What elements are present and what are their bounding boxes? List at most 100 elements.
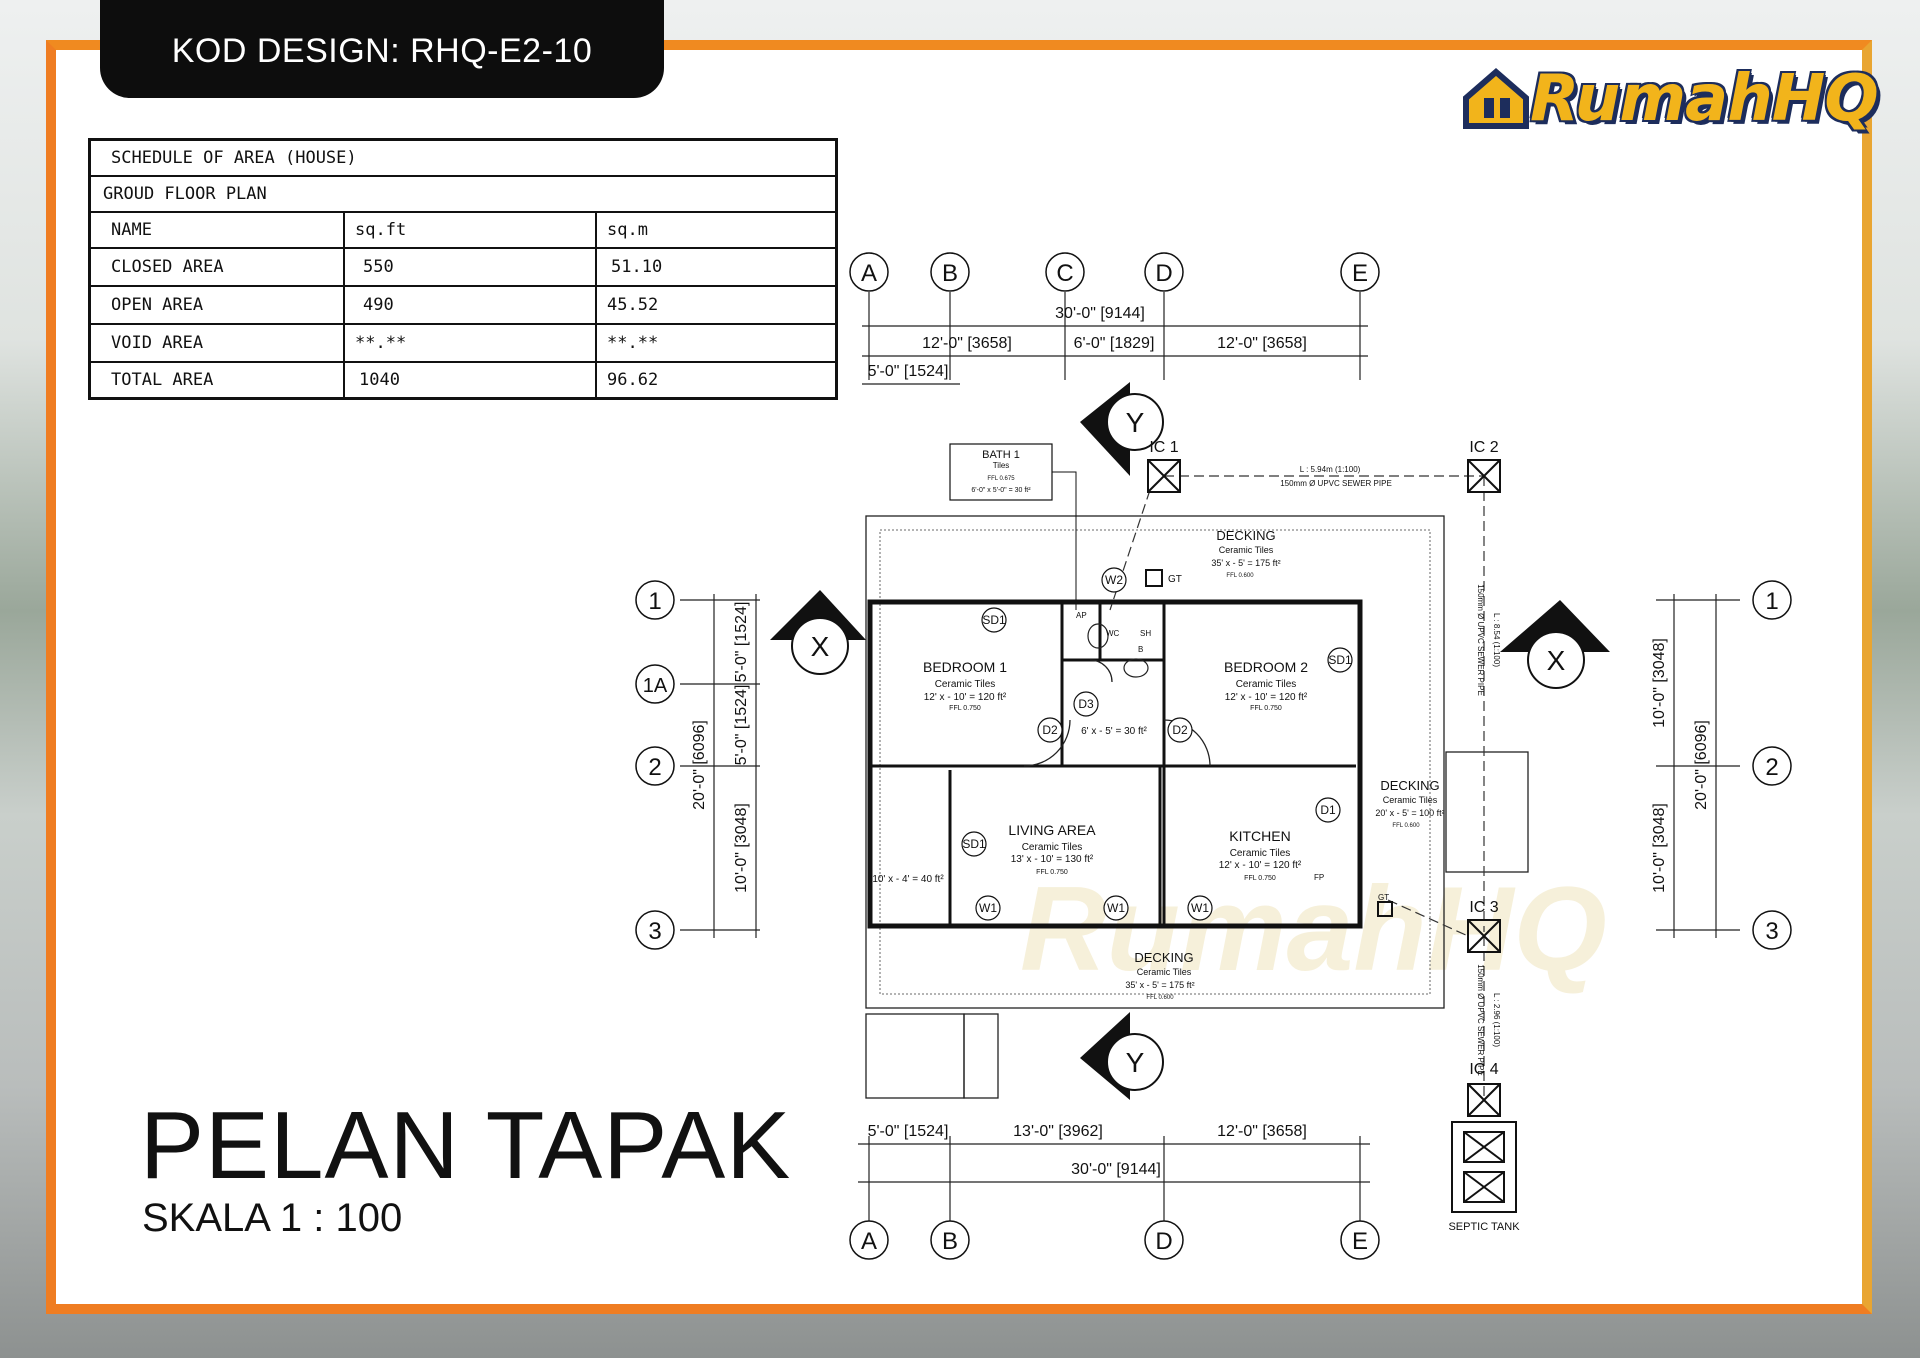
tag-label: B xyxy=(1138,645,1143,654)
room-size: 10' x - 4' = 40 ft² xyxy=(872,874,944,885)
table-cell: **.** xyxy=(607,333,659,353)
dimension-label: 12'-0" [3658] xyxy=(1217,335,1307,352)
room-ffl: FFL 0.675 xyxy=(987,476,1015,482)
schedule-subtitle: GROUD FLOOR PLAN xyxy=(103,184,267,204)
section-marker-x-right xyxy=(1500,600,1610,652)
room-size: 35' x - 5' = 175 ft² xyxy=(1125,980,1194,990)
grid-label: E xyxy=(1352,1228,1368,1255)
table-cell: TOTAL AREA xyxy=(111,370,214,390)
room-name: BATH 1 xyxy=(982,449,1020,461)
room-size: 12' x - 10' = 120 ft² xyxy=(924,692,1007,703)
service-label: IC 2 xyxy=(1469,439,1498,456)
watermark: RumahHQ xyxy=(1020,862,1607,996)
table-row: CLOSED AREA 550 51.10 xyxy=(91,249,835,287)
room-size: 6' x - 5' = 30 ft² xyxy=(1081,726,1147,737)
table-cell: 45.52 xyxy=(607,295,659,315)
table-cell: 490 xyxy=(363,295,394,315)
room-size: 13' x - 10' = 130 ft² xyxy=(1011,854,1094,865)
brand-name: RumahHQ xyxy=(1530,62,1879,136)
bath-leader-line xyxy=(1052,471,1077,610)
tag-label: SD1 xyxy=(982,613,1006,627)
dimension-label: 13'-0" [3962] xyxy=(1013,1123,1103,1140)
table-row: VOID AREA **.** **.** xyxy=(91,325,835,363)
room-size: 35' x - 5' = 175 ft² xyxy=(1211,558,1280,568)
grid-label: 2 xyxy=(1765,754,1778,781)
design-code-tab: KOD DESIGN: RHQ-E2-10 xyxy=(100,0,664,98)
grid-label: C xyxy=(1056,260,1073,287)
pipe-label: L : 8.54 (1:100) xyxy=(1492,613,1501,667)
grid-label: 1A xyxy=(643,675,668,697)
room-finish: Ceramic Tiles xyxy=(1230,848,1291,859)
table-cell: 1040 xyxy=(359,370,400,390)
grid-label: 1 xyxy=(648,588,661,615)
tag-label: D3 xyxy=(1078,697,1094,711)
column-header: sq.ft xyxy=(355,220,407,240)
grid-label: D xyxy=(1155,1228,1172,1255)
grid-label: 1 xyxy=(1765,588,1778,615)
bath-callout xyxy=(949,443,1053,501)
tag-label: W1 xyxy=(1107,901,1125,915)
table-row: OPEN AREA 490 45.52 xyxy=(91,287,835,325)
table-row: TOTAL AREA 1040 96.62 xyxy=(91,363,835,397)
service-label: IC 4 xyxy=(1469,1061,1498,1078)
grid-label: B xyxy=(942,260,958,287)
schedule-title: SCHEDULE OF AREA (HOUSE) xyxy=(111,148,357,168)
dimension-label: 5'-0" [1524] xyxy=(733,602,750,683)
room-ffl: FFL 0.750 xyxy=(1036,869,1068,876)
grid-label: B xyxy=(942,1228,958,1255)
room-finish: Ceramic Tiles xyxy=(1137,967,1192,977)
room-ffl: FFL 0.750 xyxy=(949,705,981,712)
table-cell: **.** xyxy=(355,333,407,353)
room-finish: Ceramic Tiles xyxy=(1236,679,1297,690)
room-name: BEDROOM 2 xyxy=(1224,659,1308,675)
table-cell: OPEN AREA xyxy=(111,295,204,315)
room-ffl: FFL 0.600 xyxy=(1392,823,1420,829)
tag-label: SD1 xyxy=(1328,653,1352,667)
room-finish: Ceramic Tiles xyxy=(935,679,996,690)
pipe-label: 150mm Ø UPVC SEWER PIPE xyxy=(1280,479,1392,488)
pipe-label: L : 5.94m (1:100) xyxy=(1300,465,1361,474)
tag-label: D2 xyxy=(1172,723,1188,737)
schedule-title-row: SCHEDULE OF AREA (HOUSE) xyxy=(91,141,835,177)
drawing-title: PELAN TAPAK xyxy=(140,1092,792,1199)
room-ffl: FFL 0.600 xyxy=(1146,995,1174,1001)
section-label: Y xyxy=(1126,1047,1145,1078)
drawing-scale: SKALA 1 : 100 xyxy=(142,1196,403,1240)
tag-label: FP xyxy=(1314,873,1324,882)
table-cell: VOID AREA xyxy=(111,333,204,353)
section-label: X xyxy=(811,631,830,662)
tag-label: W1 xyxy=(1191,901,1209,915)
dimension-label: 30'-0" [9144] xyxy=(1055,305,1145,322)
dimension-label: 5'-0" [1524] xyxy=(868,363,949,380)
room-finish: Ceramic Tiles xyxy=(1383,795,1438,805)
dimension-label: 5'-0" [1524] xyxy=(868,1123,949,1140)
service-label: IC 3 xyxy=(1469,899,1498,916)
section-label: Y xyxy=(1126,407,1145,438)
service-label: IC 1 xyxy=(1149,439,1178,456)
room-finish: Ceramic Tiles xyxy=(1022,842,1083,853)
dimension-label: 10'-0" [3048] xyxy=(1651,638,1668,728)
room-ffl: FFL 0.600 xyxy=(1226,573,1254,579)
dimension-label: 6'-0" [1829] xyxy=(1074,335,1155,352)
pipe-label: L : 2.96 (1:100) xyxy=(1492,993,1501,1047)
table-cell: CLOSED AREA xyxy=(111,257,224,277)
section-label: X xyxy=(1547,645,1566,676)
tag-label: W1 xyxy=(979,901,997,915)
schedule-header-row: NAME sq.ft sq.m xyxy=(91,213,835,249)
room-ffl: FFL 0.750 xyxy=(1244,875,1276,882)
brand-logo-icon xyxy=(1463,68,1529,129)
tag-label: AP xyxy=(1076,611,1087,620)
table-cell: 51.10 xyxy=(611,257,663,277)
room-size: 12' x - 10' = 120 ft² xyxy=(1219,860,1302,871)
dimension-label: 5'-0" [1524] xyxy=(733,685,750,766)
dimension-label: 10'-0" [3048] xyxy=(1651,803,1668,893)
room-name: BEDROOM 1 xyxy=(923,659,1007,675)
room-name: KITCHEN xyxy=(1229,828,1290,844)
grid-label: E xyxy=(1352,260,1368,287)
room-name: LIVING AREA xyxy=(1008,822,1096,838)
grid-label: 3 xyxy=(1765,918,1778,945)
room-ffl: FFL 0.750 xyxy=(1250,705,1282,712)
dimension-label: 30'-0" [9144] xyxy=(1071,1161,1161,1178)
room-size: 20' x - 5' = 100 ft² xyxy=(1375,808,1444,818)
